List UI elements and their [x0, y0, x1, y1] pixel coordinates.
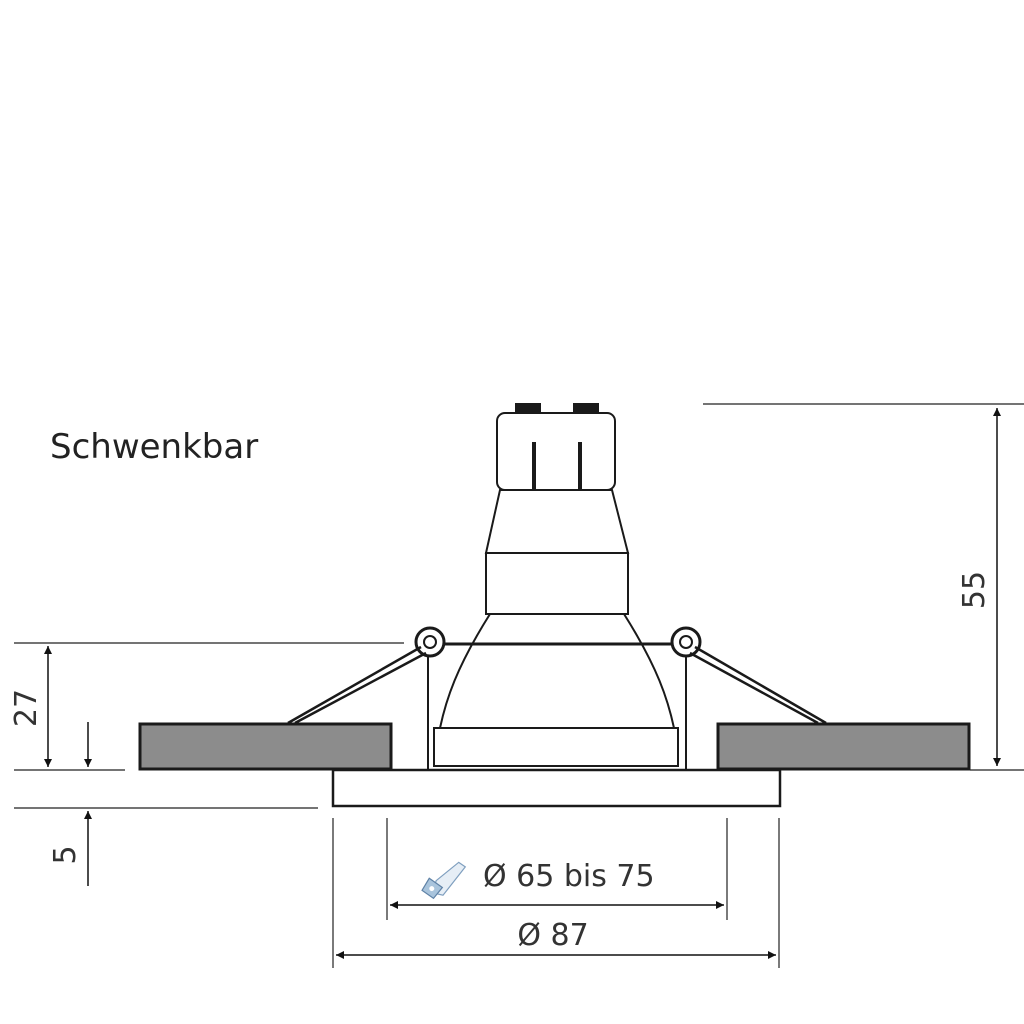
dimension-label-cutout-diameter: Ø 65 bis 75 — [483, 859, 655, 894]
dimension-label-inner-height: 27 — [9, 689, 44, 727]
dimension-inner-height: 27 — [9, 646, 92, 767]
dimension-label-outer-diameter: Ø 87 — [517, 918, 588, 953]
dimension-outer-diameter: Ø 87 — [336, 918, 776, 959]
dimension-cutout-diameter: Ø 65 bis 75 — [390, 859, 724, 909]
dimension-flange-thickness: 5 — [48, 811, 92, 886]
dimension-label-flange-thickness: 5 — [48, 845, 83, 864]
trim-ring — [331, 768, 782, 808]
lamp-cap — [496, 412, 616, 491]
pivot-assembly — [414, 626, 702, 658]
drawing-title: Schwenkbar — [50, 427, 258, 467]
lamp-reflector — [438, 613, 676, 729]
lamp-pin-cap-left — [515, 403, 541, 414]
ceiling-section — [138, 722, 971, 771]
ceiling-right — [716, 722, 971, 771]
spring-clips — [287, 645, 827, 725]
saw-blade-icon — [421, 861, 467, 900]
lamp-taper — [484, 489, 630, 554]
lamp-front-glass — [433, 727, 679, 767]
dimension-total-height: 55 — [957, 408, 1001, 766]
ceiling-left — [138, 722, 393, 771]
housing — [427, 650, 687, 769]
lamp-neck — [485, 552, 629, 615]
dimension-label-total-height: 55 — [957, 571, 992, 609]
lamp-pin-cap-right — [573, 403, 599, 414]
extension-lines — [14, 403, 1024, 968]
lamp — [433, 403, 679, 767]
